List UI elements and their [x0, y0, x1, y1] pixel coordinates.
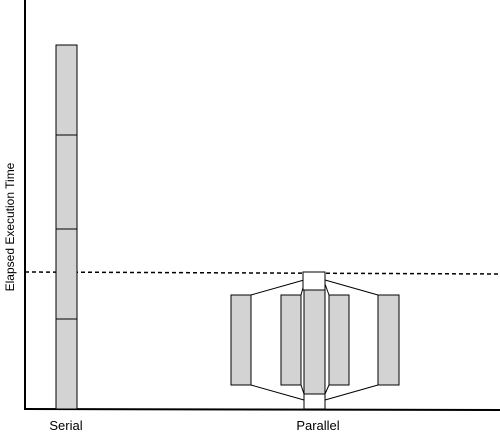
join-line-outer-right [324, 384, 379, 401]
y-axis-label: Elapsed Execution Time [3, 162, 17, 291]
serial-block-1 [55, 44, 78, 136]
join-line-inner-right [324, 384, 330, 395]
serial-label: Serial [49, 418, 82, 433]
fork-line-outer-left [250, 279, 305, 296]
join-line-outer-left [250, 384, 305, 401]
coordinator-bottom-cap [303, 393, 326, 410]
coordinator-column [303, 289, 326, 395]
parallel-task-4 [377, 294, 400, 386]
parallel-task-2 [280, 294, 302, 386]
serial-block-4 [55, 318, 78, 410]
reference-dashed-line [24, 271, 500, 275]
coordinator-top-cap [302, 271, 326, 291]
parallel-label: Parallel [296, 418, 339, 433]
parallel-task-1 [230, 294, 252, 386]
serial-block-2 [55, 134, 78, 230]
parallel-structure [230, 271, 400, 410]
fork-line-outer-right [324, 279, 379, 296]
fork-line-inner-right [324, 283, 330, 296]
x-axis [23, 408, 500, 411]
serial-stack [55, 44, 78, 410]
parallel-task-3 [328, 294, 350, 386]
serial-block-3 [55, 228, 78, 320]
